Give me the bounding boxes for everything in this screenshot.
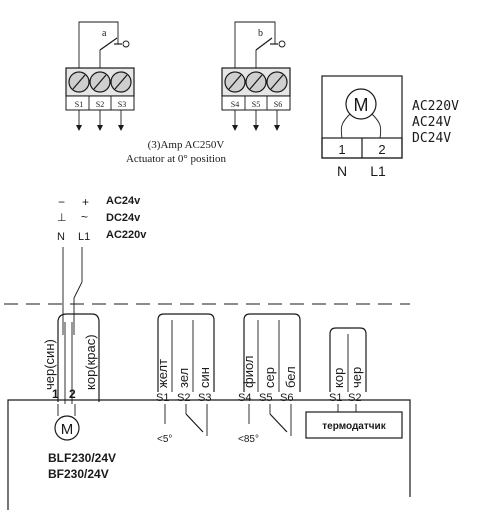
wire-label-violet: фиол (241, 356, 256, 389)
arrow-icon (232, 125, 238, 131)
switch-contact-1 (185, 413, 204, 433)
group1-term-1: S1 (156, 392, 169, 404)
thermo-sensor-label: термодатчик (322, 421, 386, 432)
arrow-icon (76, 125, 82, 131)
motor-pin-1: 1 (52, 387, 59, 401)
model-bf: BF230/24V (48, 467, 109, 481)
switch-a-frame (78, 21, 119, 68)
switch-a-contact (99, 37, 118, 51)
group2-term-3: S6 (280, 392, 293, 404)
motor-wire-label-2: кор(крас) (83, 334, 98, 390)
rating-line-2: Actuator at 0° position (126, 153, 227, 165)
terminal-s1-slot (72, 74, 86, 90)
group3-term-2: S2 (348, 392, 361, 404)
arrow-icon (253, 125, 259, 131)
supply-labels: − + ⊥ ~ N L1 AC24v DC24v AC220v (57, 195, 147, 243)
motor-terminal-2: 2 (378, 142, 385, 157)
terminal-label: S1 (75, 100, 83, 109)
switch-contact-2 (269, 413, 288, 433)
group2-term-2: S5 (259, 392, 272, 404)
motor-cable (57, 313, 100, 402)
terminal-s6-slot (270, 74, 284, 90)
terminal-s4-slot (228, 74, 242, 90)
switch-a-knob (122, 40, 130, 48)
sensor-cable (329, 327, 367, 392)
wire-label-brown: кор (331, 368, 346, 388)
terminal-label: S3 (118, 100, 126, 109)
aux-switch-a: a S1 S2 S3 (65, 21, 135, 131)
voltage-ac220: AC220V (412, 99, 459, 114)
motor-icon (54, 415, 80, 441)
terminal-label: S4 (231, 100, 239, 109)
motor-symbol: M (354, 95, 369, 115)
wire-label-green: зел (176, 368, 191, 388)
arrow-icon (118, 125, 124, 131)
actuator-housing (7, 399, 411, 510)
wire-label-yellow: желт (155, 359, 170, 388)
motor-terminal-1: 1 (338, 142, 345, 157)
motor-lead-2 (371, 113, 382, 139)
dc-minus: − (58, 195, 65, 209)
group1-term-2: S2 (177, 392, 190, 404)
arrow-icon (274, 125, 280, 131)
supply-ac220: AC220v (106, 229, 147, 241)
supply-n: N (57, 231, 65, 243)
wire-label-blue: син (197, 367, 212, 388)
ground-icon: ⊥ (57, 212, 67, 224)
switch-b-knob (278, 40, 286, 48)
motor-symbol-bottom: M (61, 421, 74, 438)
group2-angle: <85° (238, 434, 259, 445)
motor-pin-2: 2 (69, 387, 76, 401)
switch-b-label: b (258, 28, 263, 39)
voltage-ac24: AC24V (412, 115, 451, 130)
switch-b-contact (255, 37, 273, 51)
aux-switch-b: b S4 S5 S6 (221, 21, 291, 131)
switch-b-frame (234, 21, 276, 68)
motor-label-l1: L1 (370, 163, 386, 179)
supply-ac24: AC24v (106, 195, 141, 207)
group3-term-1: S1 (329, 392, 342, 404)
terminal-s5-slot (249, 74, 263, 90)
switch-cable-1 (157, 313, 215, 392)
motor-label-n: N (337, 163, 347, 179)
model-blf: BLF230/24V (48, 451, 116, 465)
motor-wire-label-1: чер(син) (42, 339, 57, 390)
terminal-label: S2 (96, 100, 104, 109)
motor-terminal-box: M 1 2 N L1 (321, 75, 403, 179)
wire-label-black: чер (349, 367, 364, 388)
terminal-label: S6 (274, 100, 282, 109)
terminal-s2-slot (93, 74, 107, 90)
terminal-label: S5 (252, 100, 260, 109)
thermo-sensor-box (305, 411, 403, 439)
wire-label-white: бел (283, 366, 298, 388)
rating-line-1: (3)Amp AC250V (148, 139, 225, 151)
ac-symbol: ~ (81, 210, 88, 224)
wire-label-gray: сер (262, 367, 277, 388)
dc-plus: + (82, 195, 89, 209)
voltage-dc24: DC24V (412, 131, 451, 146)
motor-icon (345, 88, 377, 120)
supply-dc24: DC24v (106, 212, 141, 224)
supply-wire-l1-bend (73, 281, 83, 299)
group1-angle: <5° (157, 434, 172, 445)
arrow-icon (97, 125, 103, 131)
group1-term-3: S3 (198, 392, 211, 404)
group2-term-1: S4 (238, 392, 251, 404)
terminal-s3-slot (114, 74, 128, 90)
switch-a-label: a (102, 28, 107, 39)
motor-lead-1 (340, 113, 351, 139)
switch-cable-2 (243, 313, 301, 392)
supply-l1: L1 (78, 231, 90, 243)
